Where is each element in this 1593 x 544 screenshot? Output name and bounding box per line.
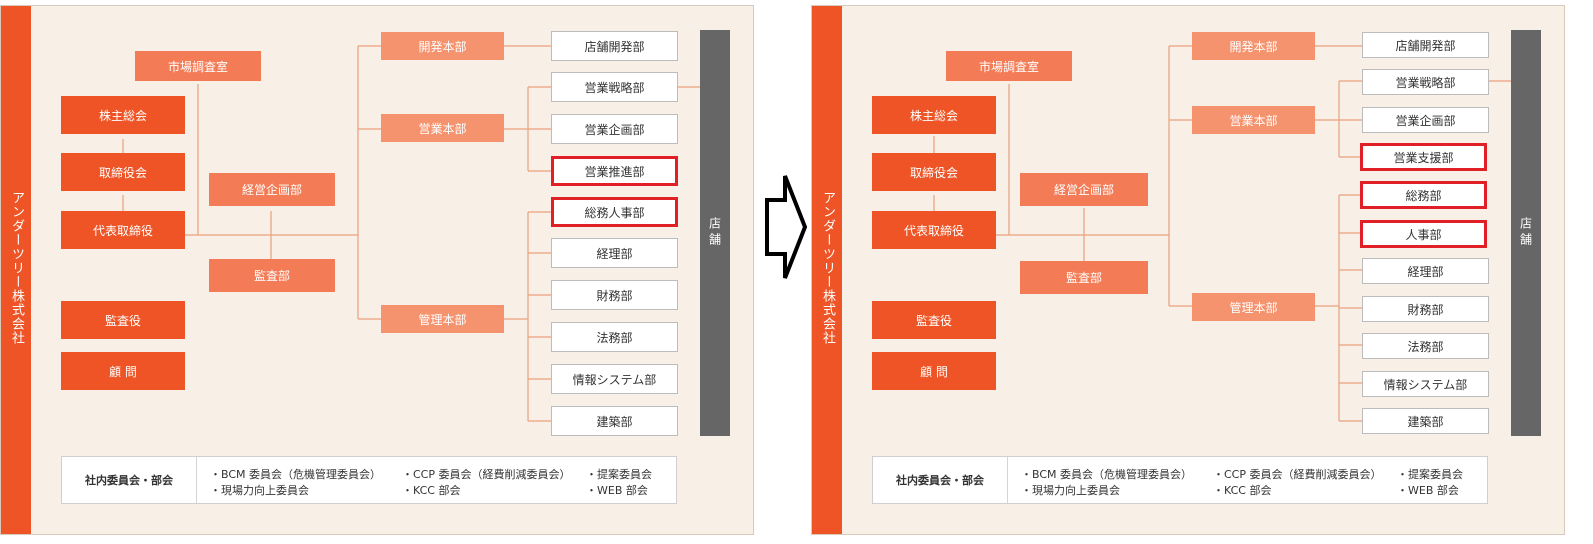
- sales-division: 営業本部: [381, 114, 504, 142]
- dept-finance: 財務部: [551, 280, 678, 310]
- sales-division: 営業本部: [1192, 106, 1315, 134]
- advisor: 顧 問: [61, 352, 185, 390]
- committee-item: ・WEB 部会: [1397, 484, 1459, 497]
- stores-bar: 店舗: [1511, 30, 1541, 436]
- company-name: アンダーツリー株式会社: [9, 191, 24, 345]
- committee-item: ・CCP 委員会（経費削減委員会）: [1213, 468, 1382, 481]
- advisor: 顧 問: [872, 352, 996, 390]
- dept-accounting: 経理部: [551, 238, 678, 268]
- connector-lines: [933, 45, 1511, 422]
- dept-general-affairs-hr: 総務人事部: [551, 197, 678, 227]
- dept-general-affairs: 総務部: [1360, 181, 1487, 209]
- dept-store-development: 店舗開発部: [1362, 32, 1489, 58]
- committee-item: ・KCC 部会: [402, 484, 461, 497]
- dept-human-resources: 人事部: [1360, 220, 1487, 248]
- committee-item: ・現場力向上委員会: [1021, 484, 1120, 497]
- connector-lines: [122, 45, 700, 422]
- audit-department: 監査部: [209, 259, 335, 292]
- dept-sales-planning: 営業企画部: [551, 114, 678, 144]
- dept-information-systems: 情報システム部: [1362, 371, 1489, 397]
- committee-item: ・提案委員会: [586, 468, 652, 481]
- committee-title: 社内委員会・部会: [62, 457, 197, 503]
- before-org-chart: アンダーツリー株式会社: [0, 5, 754, 535]
- dept-legal: 法務部: [551, 322, 678, 352]
- auditor: 監査役: [872, 301, 996, 339]
- dept-sales-strategy: 営業戦略部: [1362, 69, 1489, 95]
- dept-legal: 法務部: [1362, 333, 1489, 359]
- dept-information-systems: 情報システム部: [551, 364, 678, 394]
- committee-item: ・CCP 委員会（経費削減委員会）: [402, 468, 571, 481]
- company-bar: アンダーツリー株式会社: [812, 6, 842, 534]
- stores-bar: 店舗: [700, 30, 730, 436]
- dept-sales-promotion: 営業推進部: [551, 156, 678, 186]
- dept-sales-strategy: 営業戦略部: [551, 72, 678, 102]
- development-division: 開発本部: [381, 32, 504, 60]
- auditor: 監査役: [61, 301, 185, 339]
- development-division: 開発本部: [1192, 32, 1315, 60]
- right-arrow-icon: [765, 175, 808, 279]
- committee-item: ・BCM 委員会（危機管理委員会）: [210, 468, 382, 481]
- dept-construction: 建築部: [551, 406, 678, 436]
- representative-director: 代表取締役: [61, 211, 185, 249]
- shareholders-meeting: 株主総会: [61, 96, 185, 134]
- dept-store-development: 店舗開発部: [551, 31, 678, 61]
- dept-finance: 財務部: [1362, 296, 1489, 322]
- company-name: アンダーツリー株式会社: [820, 191, 835, 345]
- committee-title: 社内委員会・部会: [873, 457, 1008, 503]
- dept-accounting: 経理部: [1362, 258, 1489, 284]
- board-of-directors: 取締役会: [61, 153, 185, 191]
- committee-box: 社内委員会・部会 ・BCM 委員会（危機管理委員会） ・現場力向上委員会 ・CC…: [61, 456, 677, 504]
- corporate-planning: 経営企画部: [1020, 173, 1148, 206]
- market-research-office: 市場調査室: [135, 51, 261, 81]
- corporate-planning: 経営企画部: [209, 173, 335, 206]
- company-bar: アンダーツリー株式会社: [1, 6, 31, 534]
- committee-item: ・WEB 部会: [586, 484, 648, 497]
- board-of-directors: 取締役会: [872, 153, 996, 191]
- dept-construction: 建築部: [1362, 408, 1489, 434]
- committee-item: ・現場力向上委員会: [210, 484, 309, 497]
- committee-item: ・提案委員会: [1397, 468, 1463, 481]
- administration-division: 管理本部: [1192, 293, 1315, 321]
- administration-division: 管理本部: [381, 305, 504, 333]
- committee-item: ・KCC 部会: [1213, 484, 1272, 497]
- committee-item: ・BCM 委員会（危機管理委員会）: [1021, 468, 1193, 481]
- after-org-chart: アンダーツリー株式会社: [811, 5, 1565, 535]
- representative-director: 代表取締役: [872, 211, 996, 249]
- audit-department: 監査部: [1020, 261, 1148, 294]
- dept-sales-support: 営業支援部: [1360, 143, 1487, 171]
- market-research-office: 市場調査室: [946, 51, 1072, 81]
- committee-box: 社内委員会・部会 ・BCM 委員会（危機管理委員会） ・現場力向上委員会 ・CC…: [872, 456, 1488, 504]
- dept-sales-planning: 営業企画部: [1362, 107, 1489, 133]
- shareholders-meeting: 株主総会: [872, 96, 996, 134]
